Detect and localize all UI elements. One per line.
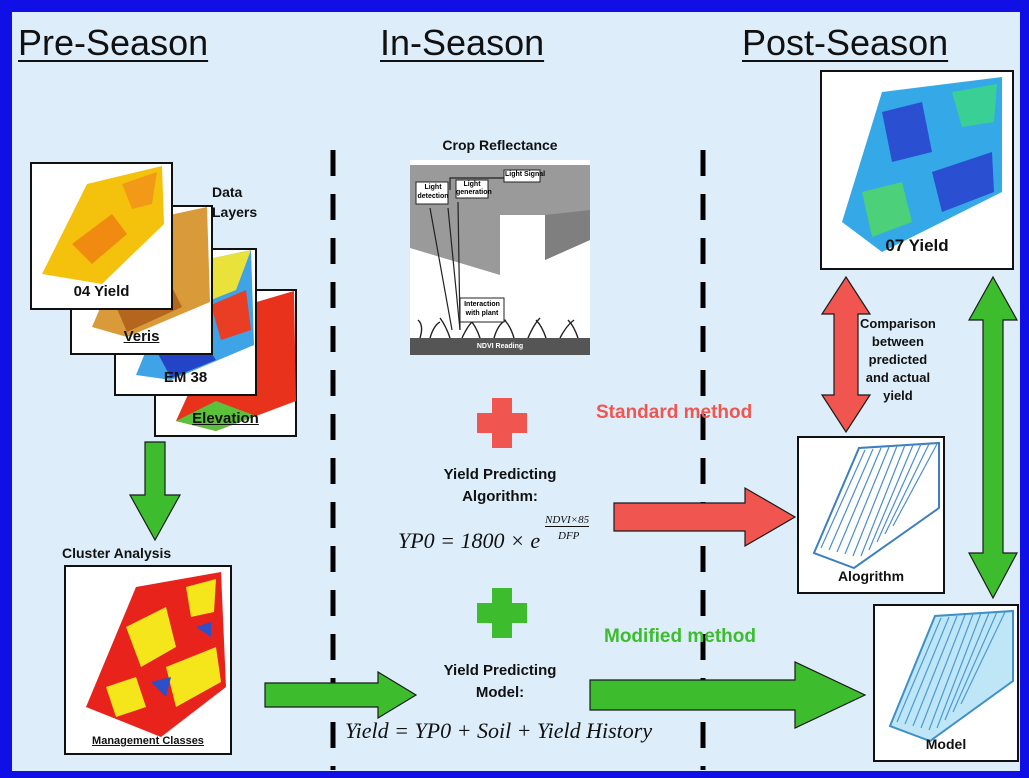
yield-07-map xyxy=(842,77,1002,252)
data-layers-label: Data Layers xyxy=(212,184,258,220)
formula-denominator: DFP xyxy=(558,530,580,542)
layer-caption-elevation: Elevation xyxy=(192,410,259,427)
yield-04-map xyxy=(42,166,164,284)
layer-caption-em38: EM 38 xyxy=(163,369,208,386)
management-classes-caption: Management Classes xyxy=(92,735,204,747)
management-classes-map xyxy=(86,572,226,737)
interaction-label: Interaction with plant xyxy=(464,301,500,317)
model-formula: Yield = YP0 + Soil + Yield History xyxy=(345,718,653,743)
formula-numerator: NDVI×85 xyxy=(545,514,590,527)
algorithm-card: Alogrithm xyxy=(797,436,945,594)
model-card: Model xyxy=(873,604,1019,762)
layer-card-04-yield: 04 Yield xyxy=(30,162,173,310)
yield-07-caption: 07 Yield xyxy=(885,236,949,255)
model-map xyxy=(888,609,1014,743)
light-detection-label: Light detection xyxy=(417,184,449,200)
standard-method-label: Standard method xyxy=(596,402,753,423)
model-caption: Model xyxy=(925,736,967,752)
layer-caption-veris: Veris xyxy=(123,328,160,345)
formula-lhs: YP0 = 1800 × e xyxy=(398,528,541,553)
yield-07-card: 07 Yield xyxy=(820,70,1014,270)
model-label: Yield Predicting Model: xyxy=(443,662,557,701)
header-in-season: In-Season xyxy=(380,22,545,63)
reflectance-diagram xyxy=(410,165,590,355)
crop-reflectance-title: Crop Reflectance xyxy=(442,137,558,153)
header-pre-season: Pre-Season xyxy=(18,22,209,63)
management-classes-card: Management Classes xyxy=(64,565,232,755)
algorithm-formula: YP0 = 1800 × e NDVI×85 DFP xyxy=(398,510,628,560)
layer-caption-04-yield: 04 Yield xyxy=(73,283,130,300)
comparison-label: Comparison between predicted and actual … xyxy=(860,316,936,403)
crop-reflectance-figure: Light Signal Light detection Light gener… xyxy=(410,160,590,355)
modified-method-label: Modified method xyxy=(604,626,756,647)
algorithm-label: Yield Predicting Algorithm: xyxy=(443,466,557,505)
light-signal-label: Light Signal xyxy=(505,171,546,178)
algorithm-caption: Alogrithm xyxy=(837,568,905,584)
cluster-analysis-label: Cluster Analysis xyxy=(62,545,172,561)
header-post-season: Post-Season xyxy=(742,22,949,63)
algorithm-map xyxy=(812,441,940,570)
ndvi-reading-label: NDVI Reading xyxy=(476,343,524,350)
light-generation-label: Light generation xyxy=(456,181,492,196)
